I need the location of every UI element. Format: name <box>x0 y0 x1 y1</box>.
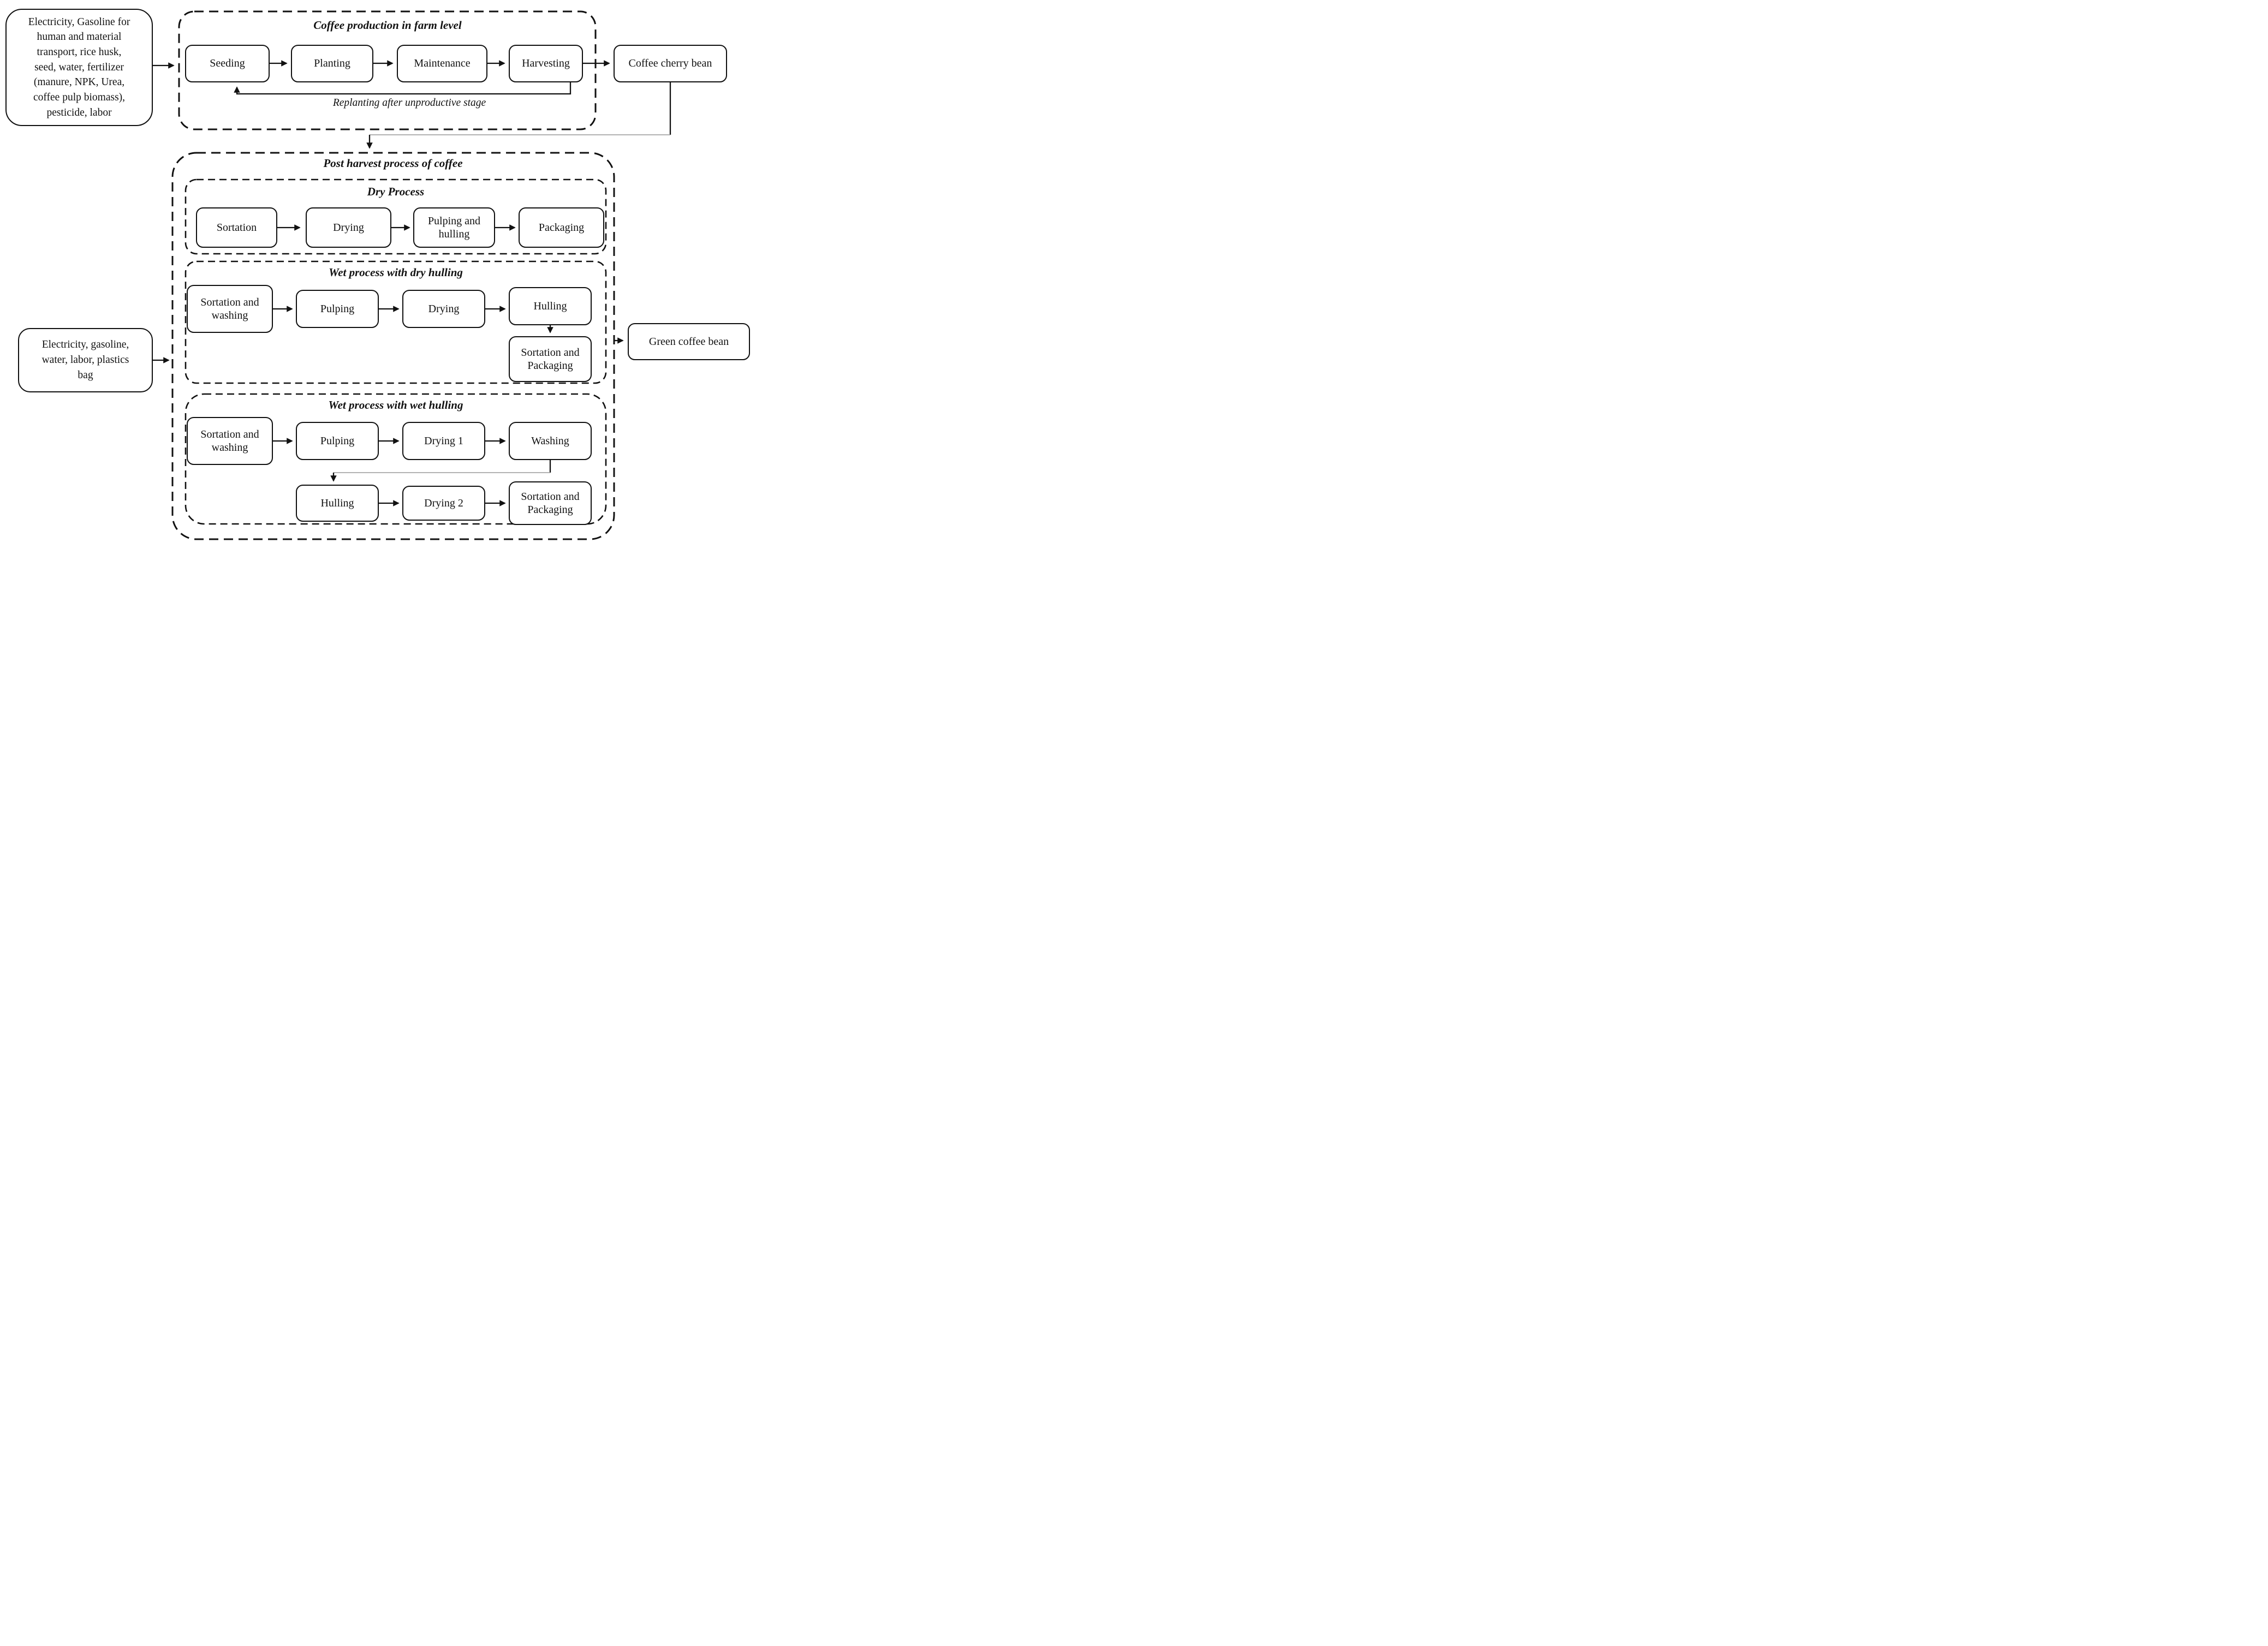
node-farm-inputs: Electricity, Gasoline for human and mate… <box>5 9 153 126</box>
arrow-replanting-feedback <box>234 82 572 95</box>
connector-layer <box>153 10 671 540</box>
coffee-lca-flow-diagram: Coffee production in farm level Post har… <box>0 0 756 548</box>
node-dry-packaging: Packaging <box>519 207 604 248</box>
node-wd-drying: Drying <box>402 290 485 328</box>
node-maintenance: Maintenance <box>397 45 487 82</box>
node-coffee-cherry-bean: Coffee cherry bean <box>614 45 727 82</box>
farm-section-title: Coffee production in farm level <box>313 19 462 32</box>
node-green-coffee-bean: Green coffee bean <box>628 323 750 360</box>
wet-wet-title: Wet process with wet hulling <box>328 398 463 412</box>
node-dry-sortation: Sortation <box>196 207 277 248</box>
node-ww-drying2: Drying 2 <box>402 486 485 521</box>
node-wd-pulping: Pulping <box>296 290 379 328</box>
node-postharvest-inputs: Electricity, gasoline, water, labor, pla… <box>18 328 153 392</box>
node-dry-drying: Drying <box>306 207 391 248</box>
node-ww-pulping: Pulping <box>296 422 379 460</box>
node-wd-sortation-packaging: Sortation and Packaging <box>509 336 592 382</box>
node-wd-sortation-washing: Sortation and washing <box>187 285 273 333</box>
node-ww-hulling: Hulling <box>296 485 379 522</box>
node-ww-washing: Washing <box>509 422 592 460</box>
node-seeding: Seeding <box>185 45 270 82</box>
node-ww-sortation-washing: Sortation and washing <box>187 417 273 465</box>
farm-container-border <box>178 10 597 130</box>
flow-arrows <box>153 60 671 506</box>
wet-dry-title: Wet process with dry hulling <box>329 266 463 279</box>
node-ww-sortation-packaging: Sortation and Packaging <box>509 481 592 525</box>
wet-dry-container-border <box>184 260 607 384</box>
dry-process-container-border <box>184 178 607 255</box>
node-wd-hulling: Hulling <box>509 287 592 325</box>
dry-process-title: Dry Process <box>367 185 425 198</box>
node-ww-drying1: Drying 1 <box>402 422 485 460</box>
postharvest-container-border <box>171 152 615 540</box>
node-dry-pulping-hulling: Pulping and hulling <box>413 207 495 248</box>
wet-wet-container-border <box>184 393 607 525</box>
node-harvesting: Harvesting <box>509 45 583 82</box>
replanting-feedback-label: Replanting after unproductive stage <box>332 97 486 109</box>
postharvest-section-title: Post harvest process of coffee <box>323 157 463 170</box>
node-planting: Planting <box>291 45 373 82</box>
